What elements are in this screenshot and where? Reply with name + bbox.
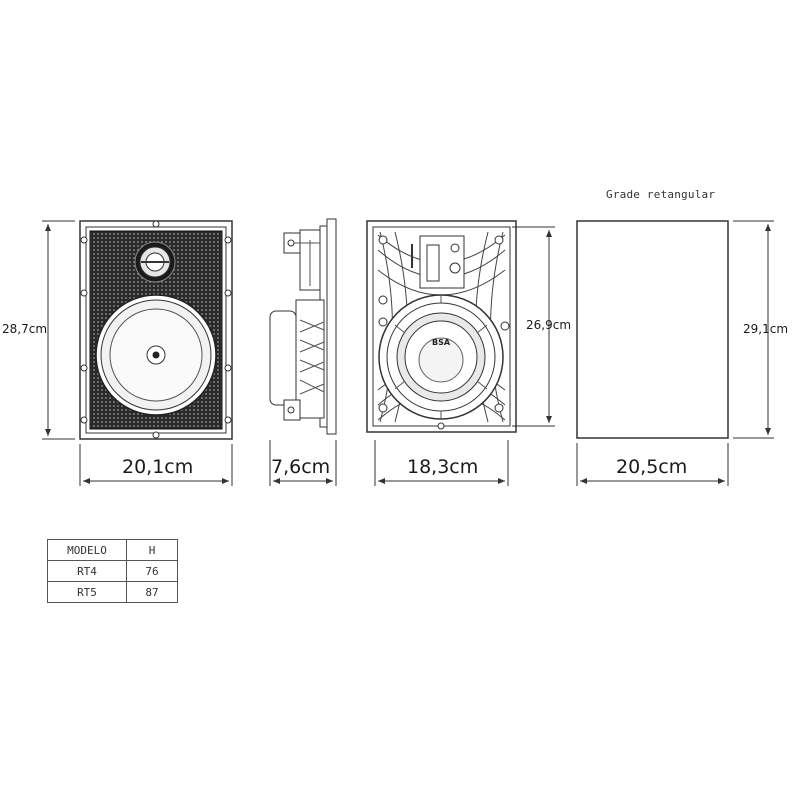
model-table: MODELO H RT4 76 RT5 87 [47,539,178,603]
table-cell: 87 [126,581,178,603]
front-width-label: 20,1cm [122,456,194,478]
grille-width-label: 20,5cm [616,456,688,478]
table-cell: RT5 [47,581,127,603]
table-row: RT4 76 [47,560,178,582]
table-header-cell: H [126,539,178,561]
grille-height-label: 29,1cm [743,322,789,336]
dimension-lines [42,220,774,486]
back-brand-text: BSA [432,338,451,347]
front-view-speaker [79,220,233,440]
back-height-label: 26,9cm [526,318,572,332]
front-height-label: 28,7cm [2,322,48,336]
table-row: RT5 87 [47,581,178,603]
table-cell: 76 [126,560,178,582]
rectangular-grille [576,220,729,439]
back-width-label: 18,3cm [407,456,479,478]
table-header-row: MODELO H [47,539,178,561]
table-cell: RT4 [47,560,127,582]
side-view-speaker [269,218,337,435]
side-depth-label: 7,6cm [271,456,331,478]
table-header-cell: MODELO [47,539,127,561]
back-view-speaker [366,220,517,433]
grille-title: Grade retangular [606,188,716,201]
